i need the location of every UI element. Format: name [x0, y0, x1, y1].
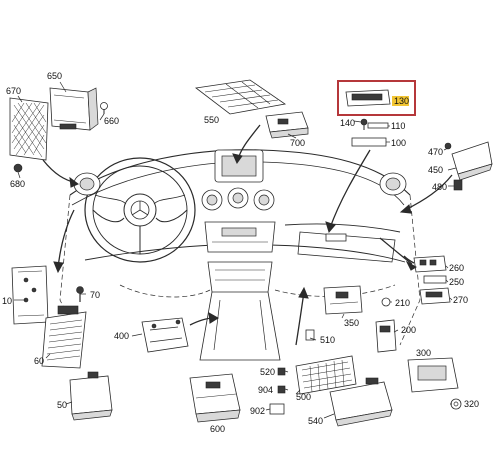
callout-130: 130: [394, 96, 409, 106]
callout-210: 210: [395, 298, 410, 308]
callout-670: 670: [6, 86, 21, 96]
part-300-control-unit: [407, 357, 459, 393]
highlight-box: [337, 80, 416, 116]
part-110-trim-strip: [367, 122, 389, 129]
part-100-trim-panel: [351, 137, 387, 147]
callout-60: 60: [34, 356, 44, 366]
left-air-vent: [73, 172, 101, 196]
steering-wheel: [84, 157, 196, 263]
part-400-bracket: [141, 317, 189, 353]
callout-250: 250: [449, 277, 464, 287]
callout-270: 270: [453, 295, 468, 305]
part-70-bolt: [76, 286, 84, 302]
part-450-switch-unit: [451, 141, 493, 181]
leader-lines: [14, 81, 457, 419]
callout-660: 660: [104, 116, 119, 126]
callout-200: 200: [401, 325, 416, 335]
part-660-screw: [100, 102, 108, 114]
callout-350: 350: [344, 318, 359, 328]
part-680-clip: [13, 163, 23, 173]
part-480-connector: [453, 179, 463, 191]
callout-540: 540: [308, 416, 323, 426]
part-10-control-unit: [11, 265, 49, 325]
pointer-arrows: [42, 124, 453, 346]
callout-510: 510: [320, 335, 335, 345]
callout-680: 680: [10, 179, 25, 189]
callout-100: 100: [391, 138, 406, 148]
part-600-control-module: [189, 373, 241, 423]
part-550-mat: [195, 79, 287, 115]
callout-260: 260: [449, 263, 464, 273]
part-270-switch-panel: [419, 287, 451, 305]
mercedes-star-logo: [130, 200, 150, 220]
callout-320: 320: [464, 399, 479, 409]
part-470-screw: [444, 142, 452, 150]
highlight-label-bg: [392, 96, 409, 106]
part-700-control-unit: [265, 111, 309, 139]
callout-650: 650: [47, 71, 62, 81]
part-210-bolt: [381, 297, 391, 307]
callout-470: 470: [428, 147, 443, 157]
callout-700: 700: [290, 138, 305, 148]
part-520-clip: [277, 367, 286, 376]
right-air-vent: [379, 172, 407, 196]
callout-labels: 650 670 660 680 550 700 130 140 110 100 …: [2, 71, 479, 434]
callout-500: 500: [296, 392, 311, 402]
glovebox: [297, 231, 396, 263]
part-650-control-module: [49, 87, 99, 131]
part-350-relay-module: [323, 285, 363, 315]
part-260-switch-panel: [413, 255, 447, 273]
part-130-highlighted-switch-panel: [337, 80, 416, 116]
part-250-switch: [423, 275, 447, 284]
callout-550: 550: [204, 115, 219, 125]
callout-110: 110: [391, 121, 405, 131]
part-200-switch: [375, 319, 397, 353]
callout-50: 50: [57, 400, 67, 410]
center-air-vents: [201, 187, 275, 211]
part-140-screw: [360, 118, 368, 130]
callout-520: 520: [260, 367, 275, 377]
callout-70: 70: [90, 290, 100, 300]
part-670-speaker-grille: [9, 97, 49, 161]
callout-600: 600: [210, 424, 225, 434]
part-320-nut: [450, 398, 462, 410]
part-902-connector: [269, 403, 285, 415]
callout-902: 902: [250, 406, 265, 416]
callout-904: 904: [258, 385, 273, 395]
center-display: [214, 149, 264, 183]
part-904-clip: [277, 385, 286, 394]
callout-480: 480: [432, 182, 447, 192]
callout-300: 300: [416, 348, 431, 358]
callout-140: 140: [340, 118, 355, 128]
callout-10: 10: [2, 296, 12, 306]
callout-450: 450: [428, 165, 443, 175]
part-540-control-unit: [329, 377, 393, 427]
part-500-fuse-box: [295, 355, 357, 395]
part-60-heatsink-module: [41, 305, 87, 369]
part-50-control-module: [69, 371, 113, 421]
center-console-panel: [199, 221, 281, 361]
part-510-connector: [305, 329, 315, 341]
callout-400: 400: [114, 331, 129, 341]
